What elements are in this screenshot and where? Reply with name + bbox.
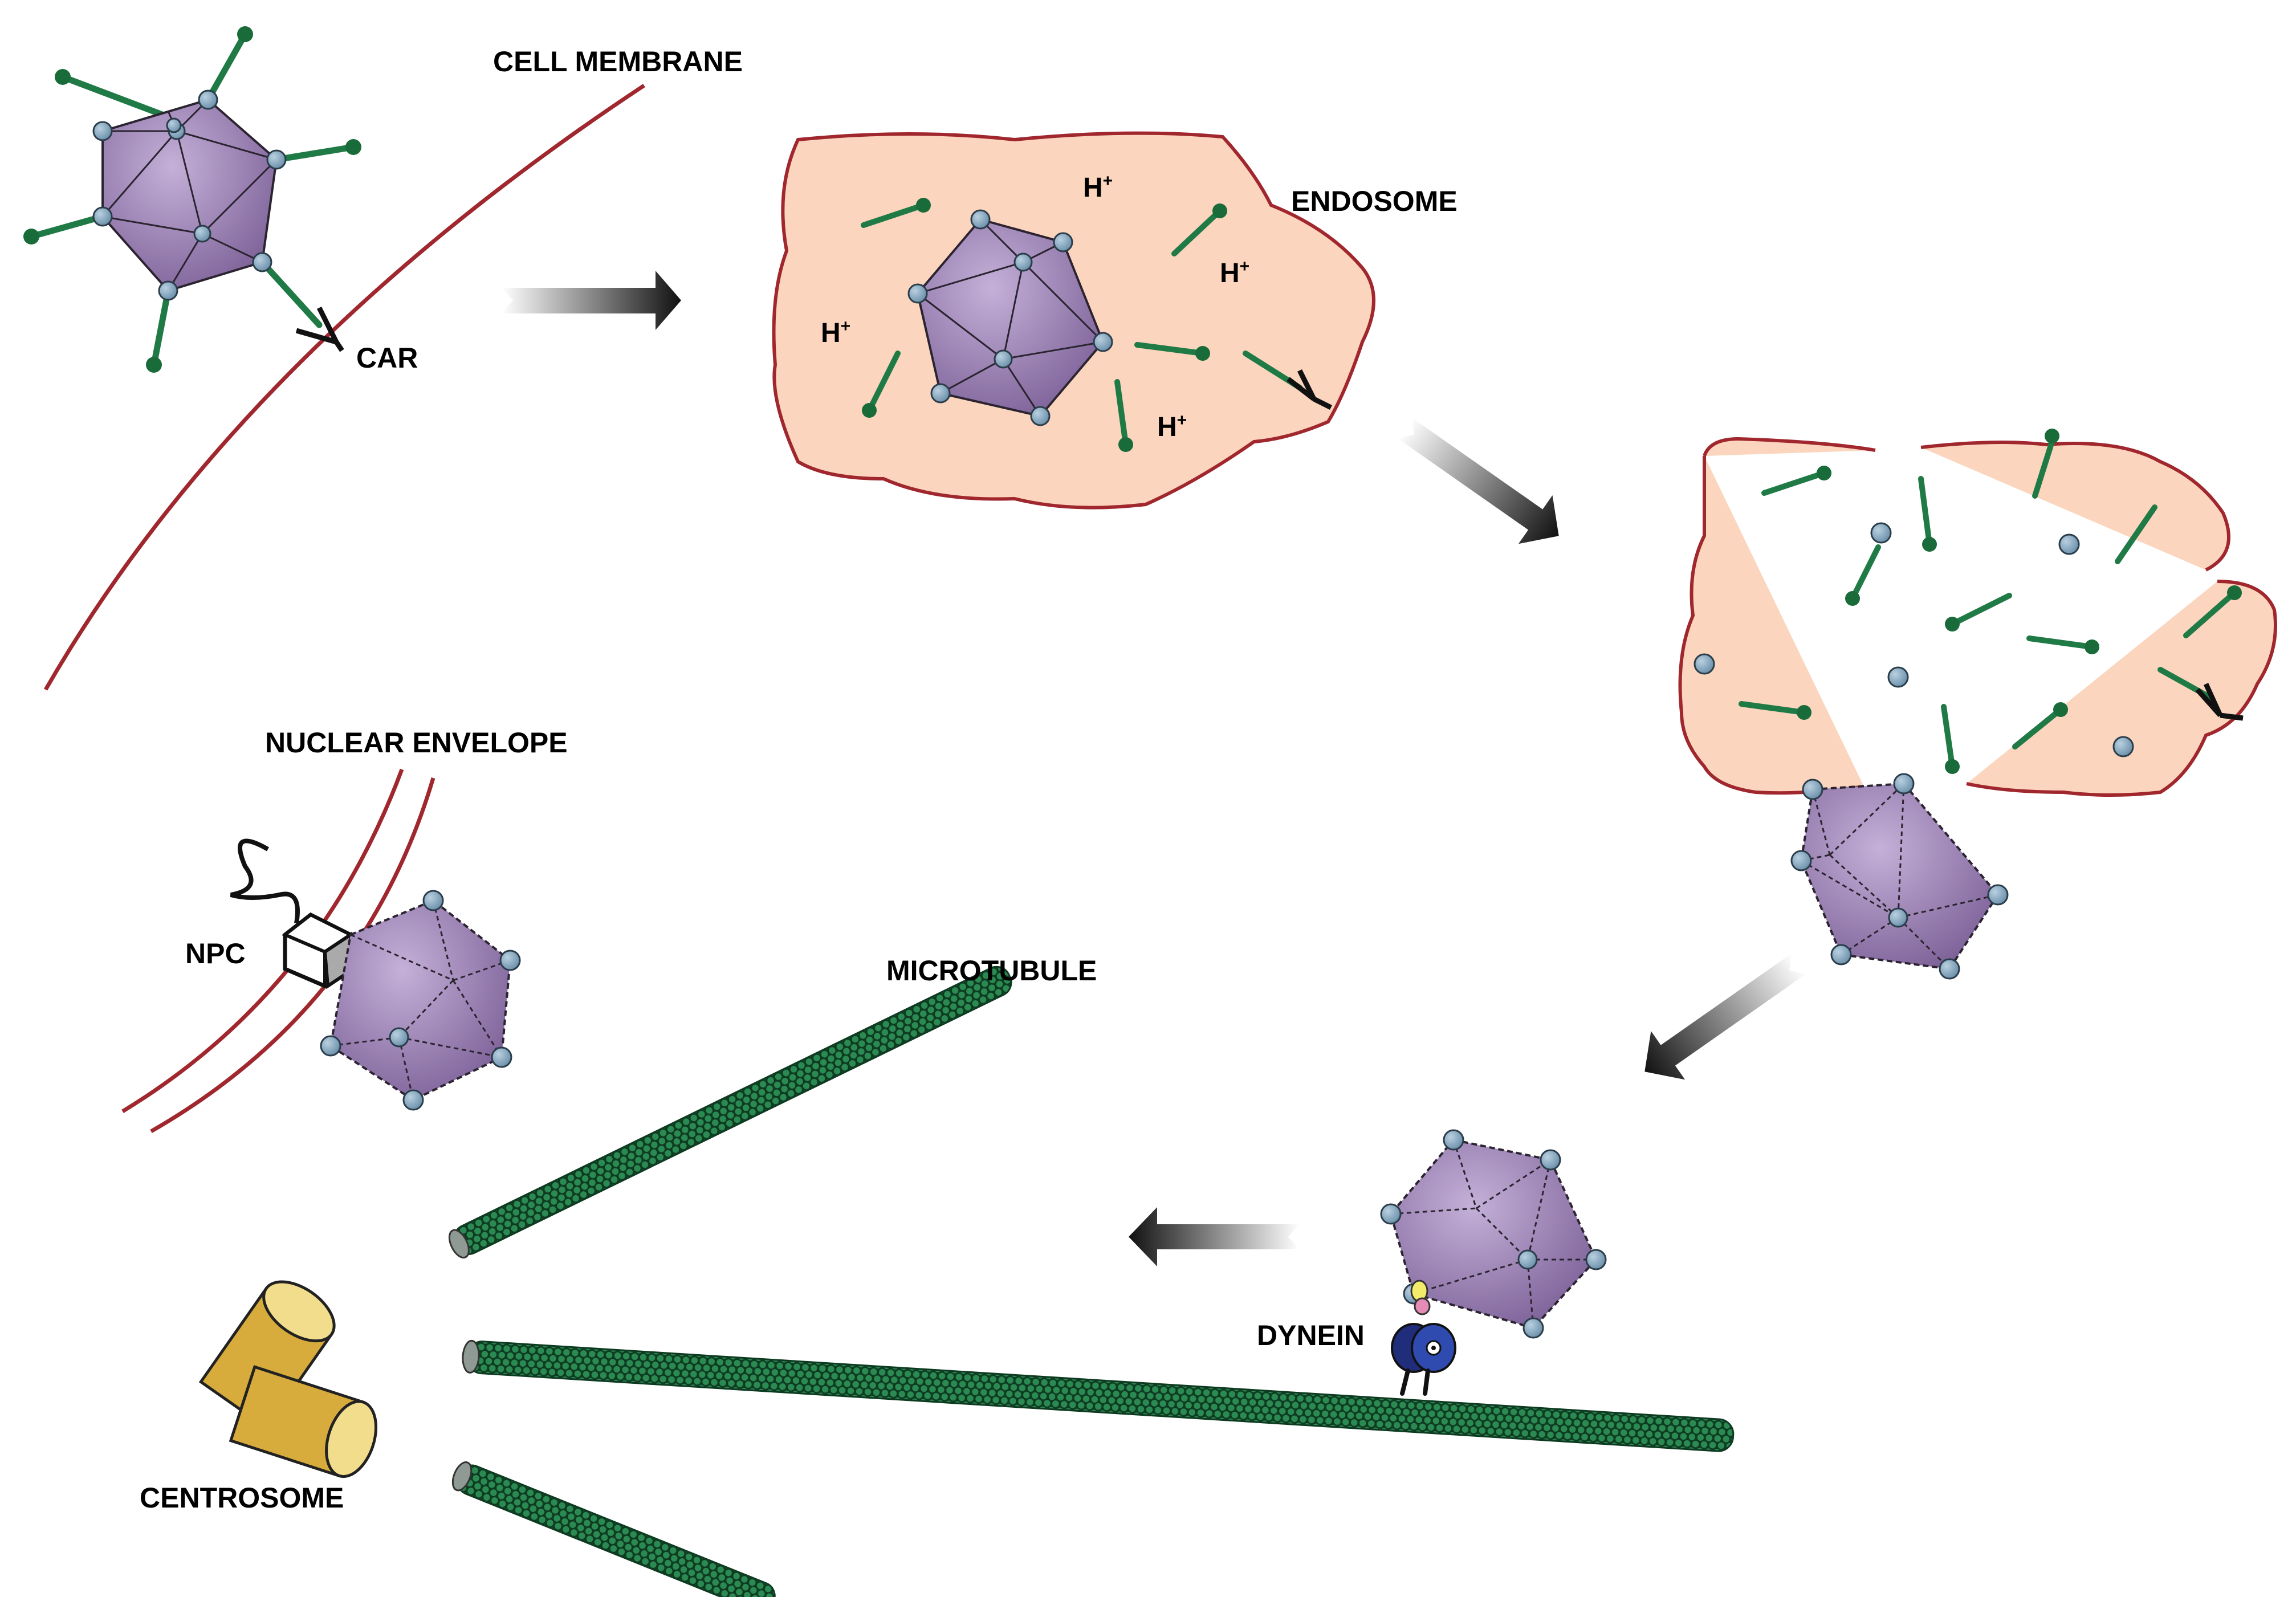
- flow-arrow-icon: [1644, 953, 1806, 1080]
- microtubule-icon: [451, 1461, 776, 1597]
- centrosome-label: CENTROSOME: [140, 1482, 344, 1514]
- fiber-icon: [1739, 439, 2237, 769]
- svg-text:H+: H+: [1157, 411, 1187, 442]
- dynein-icon: [1391, 1280, 1456, 1396]
- cell-membrane-label: CELL MEMBRANE: [493, 46, 743, 78]
- ruptured-endosome: [1678, 437, 2277, 797]
- microtubule-label: MICROTUBULE: [886, 955, 1097, 987]
- car-receptor-icon: [1287, 369, 1333, 410]
- dynein-label: DYNEIN: [1257, 1319, 1365, 1351]
- svg-text:H+: H+: [1083, 172, 1113, 203]
- flow-arrow-icon: [1129, 1207, 1300, 1266]
- virus-capsid-icon: [1790, 773, 2009, 980]
- free-vertex-proteins: [1693, 522, 2134, 757]
- proton-label: H: [1220, 258, 1240, 288]
- virus-capsid-icon: [1380, 1129, 1607, 1339]
- fiber-icon: [28, 31, 357, 368]
- endosome-label: ENDOSOME: [1291, 185, 1458, 217]
- npc-icon: [230, 838, 356, 989]
- npc-label: NPC: [185, 938, 246, 969]
- proton-label: H: [821, 318, 841, 348]
- svg-text:H+: H+: [821, 317, 850, 348]
- proton-label: H: [1083, 173, 1103, 203]
- nuclear-envelope-label: NUCLEAR ENVELOPE: [265, 727, 568, 759]
- microtubule-icon: [462, 1339, 1735, 1452]
- virus-capsid-icon: [23, 26, 361, 373]
- car-receptor-icon: [295, 306, 344, 352]
- centrosome-icon: [198, 1280, 378, 1478]
- flow-arrow-icon: [502, 271, 681, 330]
- car-receptor-icon: [2195, 683, 2244, 721]
- virus-capsid-icon: [320, 890, 521, 1111]
- virus-capsid-icon: [907, 209, 1113, 426]
- microtubule-icon: [448, 965, 1012, 1259]
- svg-text:H+: H+: [1220, 257, 1249, 288]
- proton-label: H: [1157, 412, 1177, 442]
- cell-membrane: [43, 84, 645, 691]
- flow-arrow-icon: [1397, 417, 1559, 544]
- car-label: CAR: [356, 342, 418, 374]
